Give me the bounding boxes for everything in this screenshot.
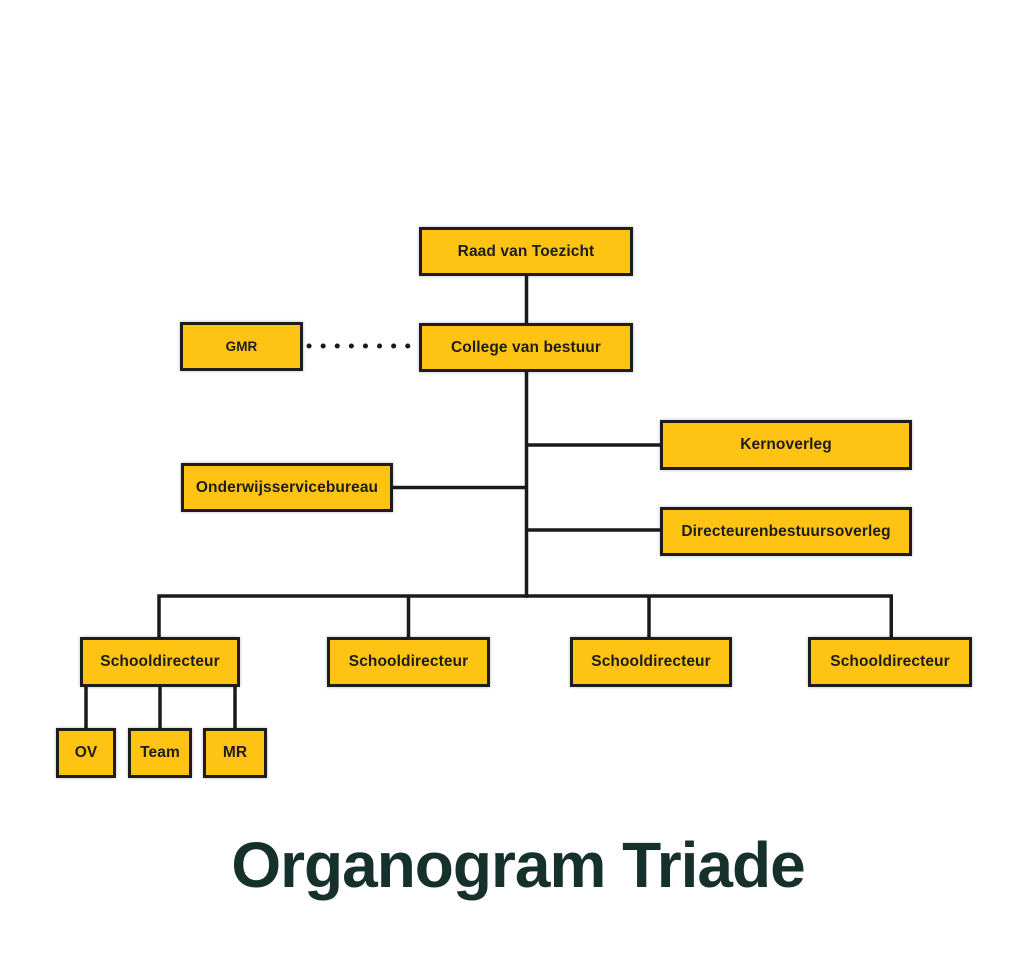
node-onderwijsservicebureau: Onderwijsservicebureau bbox=[181, 463, 393, 512]
node-schooldirecteur-3: Schooldirecteur bbox=[570, 637, 732, 687]
node-directeurenbestuursoverleg: Directeurenbestuursoverleg bbox=[660, 507, 912, 556]
edge-bottom-bar bbox=[157, 594, 893, 638]
node-schooldirecteur-4: Schooldirecteur bbox=[808, 637, 972, 687]
diagram-title: Organogram Triade bbox=[231, 829, 805, 901]
node-gmr: GMR bbox=[180, 322, 303, 371]
node-team: Team bbox=[128, 728, 192, 778]
node-college-van-bestuur: College van bestuur bbox=[419, 323, 633, 372]
node-schooldirecteur-1: Schooldirecteur bbox=[80, 637, 240, 687]
node-raad-van-toezicht: Raad van Toezicht bbox=[419, 227, 633, 276]
node-mr: MR bbox=[203, 728, 267, 778]
node-schooldirecteur-2: Schooldirecteur bbox=[327, 637, 490, 687]
node-ov: OV bbox=[56, 728, 116, 778]
node-kernoverleg: Kernoverleg bbox=[660, 420, 912, 470]
